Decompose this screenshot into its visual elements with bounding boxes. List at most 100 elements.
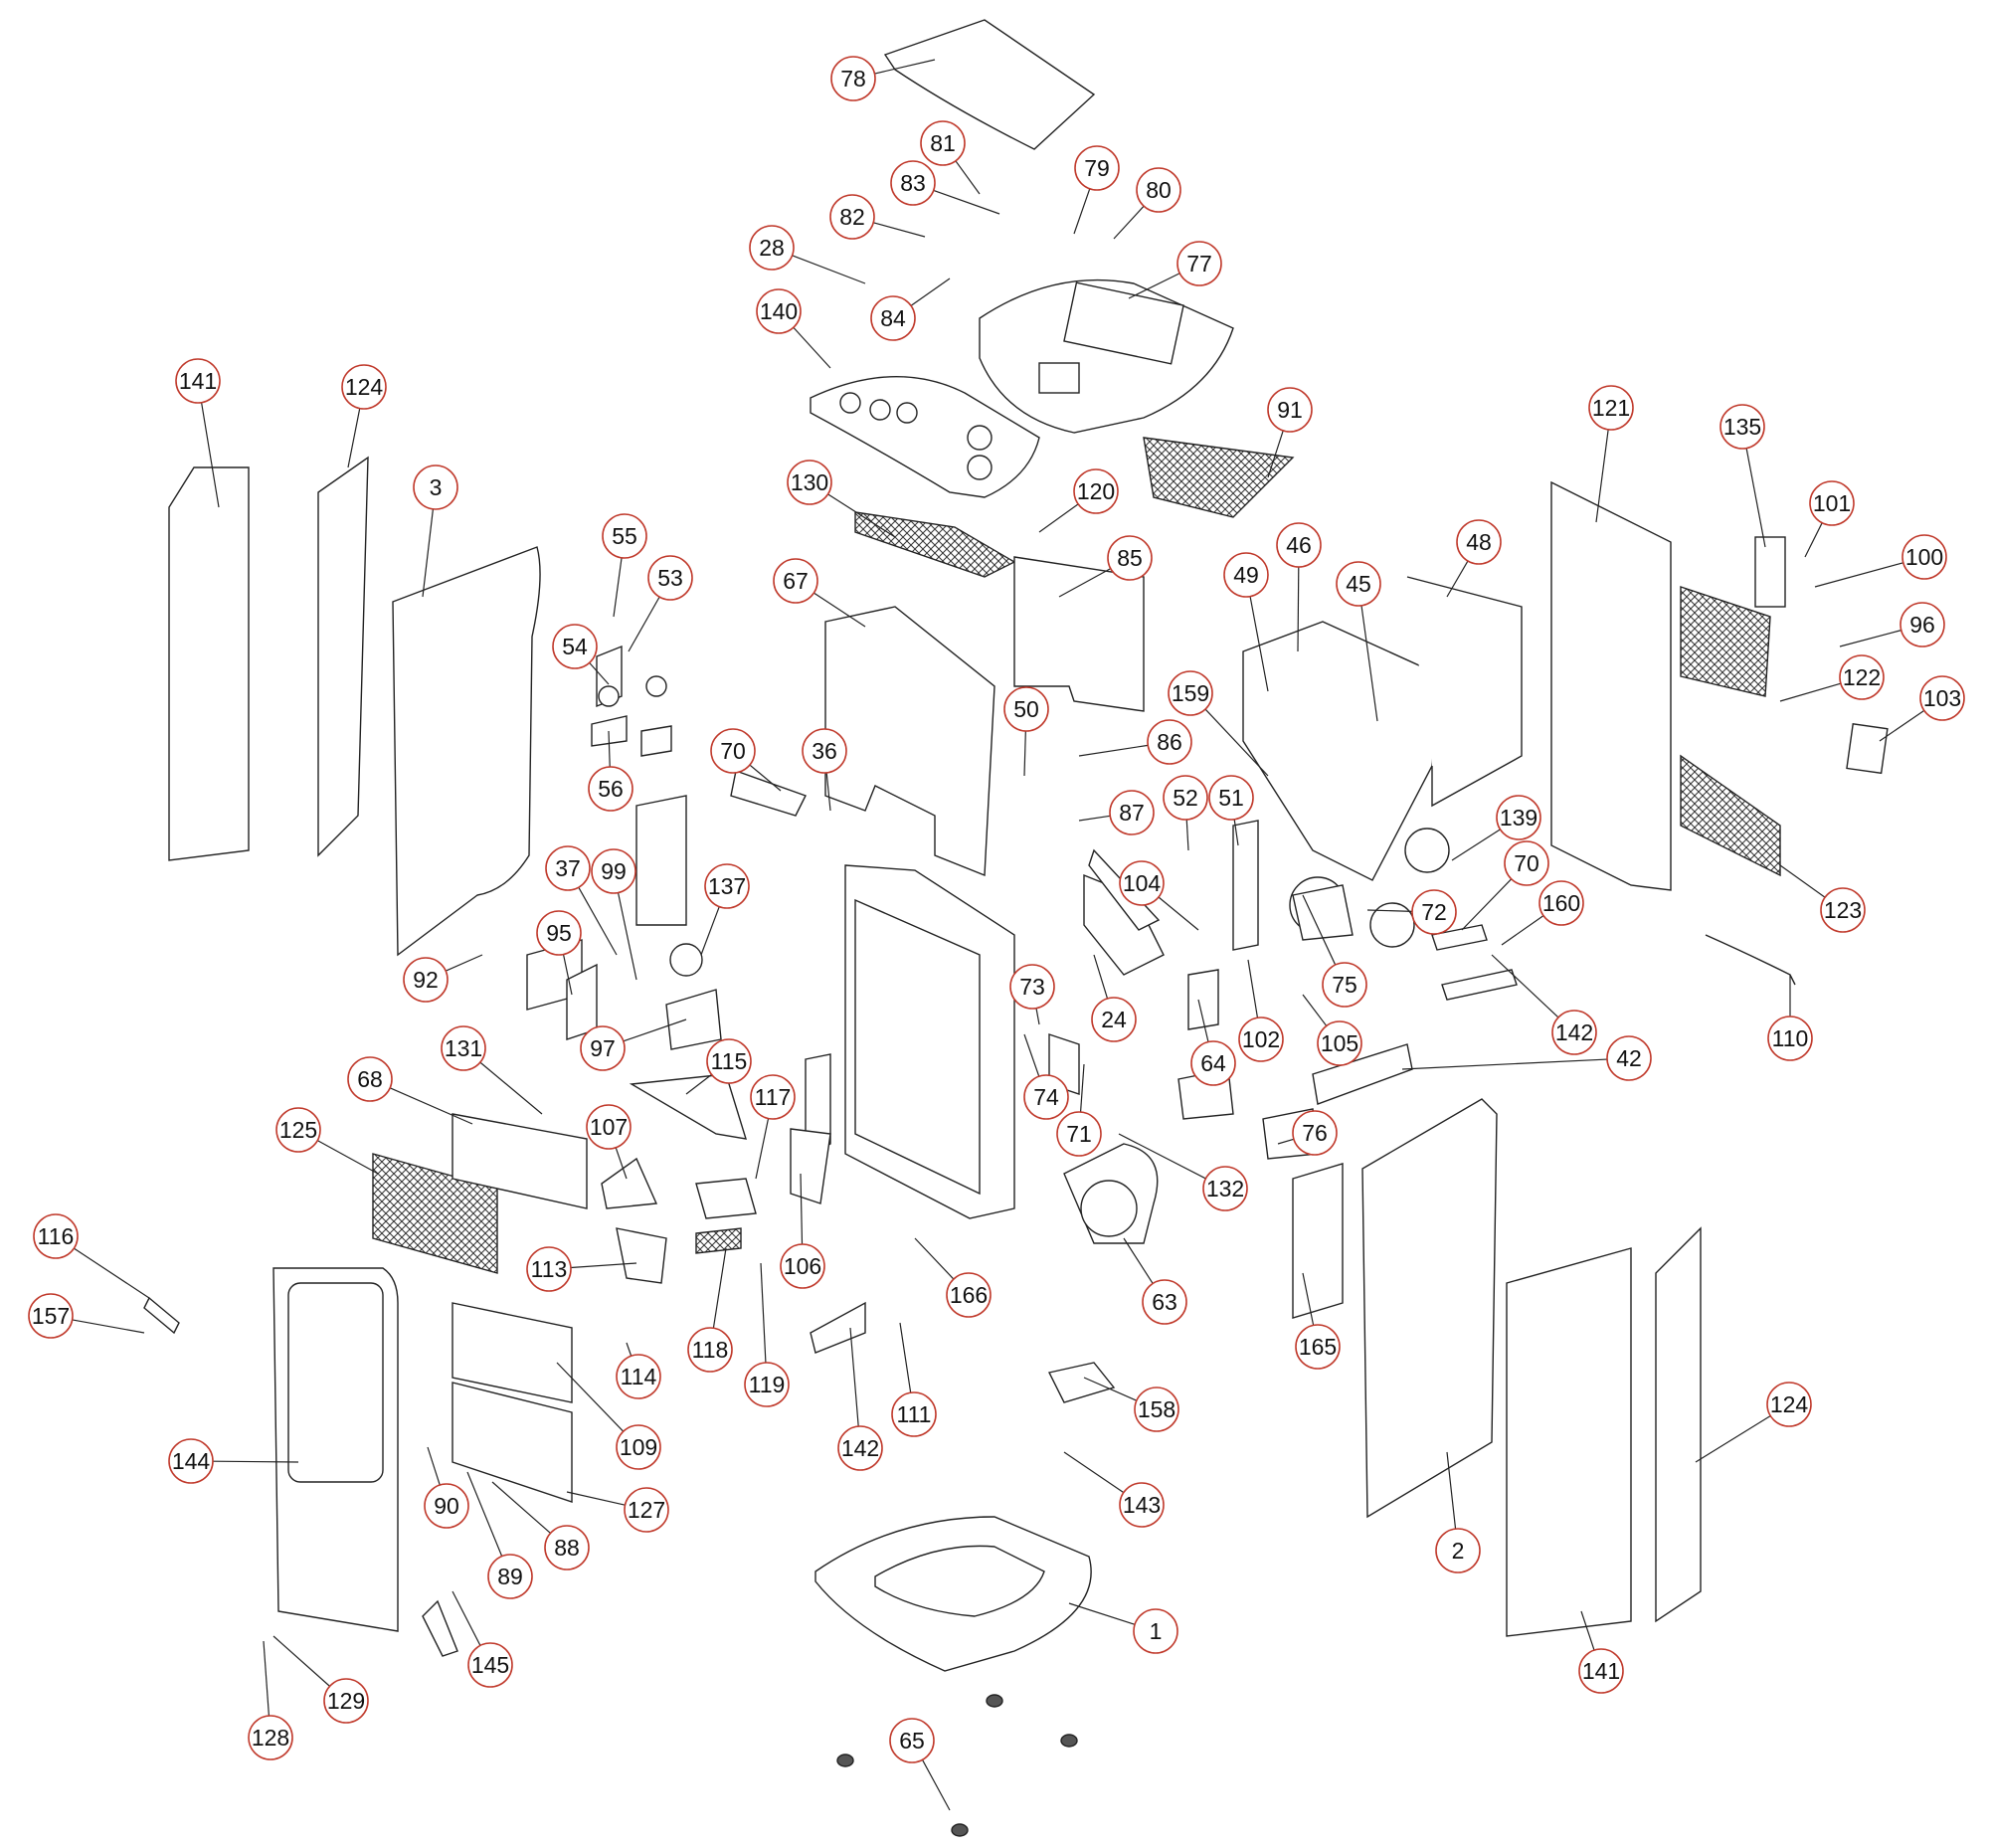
callout-label: 83 (900, 170, 926, 196)
leader-line-71 (1079, 1063, 1085, 1113)
callout-label: 53 (657, 565, 683, 591)
callout-label: 116 (38, 1223, 75, 1249)
callout-53: 53 (647, 555, 693, 601)
rear-plate-part (1013, 556, 1145, 712)
callout-circle (1295, 1324, 1341, 1370)
callout-36: 36 (802, 728, 847, 774)
leader-line-104 (1158, 896, 1199, 931)
callout-label: 104 (1123, 870, 1162, 896)
leader-line-70 (1461, 878, 1513, 931)
callout-circle (591, 848, 636, 894)
callout-159: 159 (1168, 670, 1213, 716)
callout-56: 56 (588, 766, 633, 812)
grate-part (854, 511, 1016, 578)
leader-line-142 (849, 1327, 859, 1427)
callout-42: 42 (1606, 1035, 1652, 1081)
leader-line-37 (578, 886, 618, 956)
callout-circle (749, 225, 795, 271)
callout-circle (1056, 1111, 1102, 1157)
callout-circle (870, 295, 916, 341)
callout-label: 86 (1157, 729, 1182, 755)
fan-part (1289, 876, 1415, 948)
callout-106: 106 (780, 1243, 825, 1289)
callout-label: 109 (620, 1434, 657, 1460)
callout-circle (175, 358, 221, 404)
callout-circle (1292, 1110, 1338, 1156)
callout-label: 114 (621, 1364, 657, 1389)
callout-2: 2 (1435, 1528, 1481, 1573)
callout-circle (33, 1213, 79, 1259)
callout-circle (890, 160, 936, 206)
upper-body-part (824, 606, 995, 877)
leader-line-50 (1023, 730, 1026, 777)
callout-circle (704, 863, 750, 909)
leader-line-140 (793, 326, 831, 369)
mesh-part (1143, 437, 1295, 518)
callout-165: 165 (1295, 1324, 1341, 1370)
callout-99: 99 (591, 848, 636, 894)
callout-circle (1809, 480, 1855, 526)
callout-circle (1276, 522, 1322, 568)
callout-67: 67 (773, 558, 818, 604)
callout-circle (616, 1424, 661, 1470)
left-side-panel-part (392, 546, 541, 957)
leader-line-24 (1093, 954, 1109, 1000)
leader-line-145 (452, 1590, 481, 1646)
callout-label: 90 (434, 1493, 459, 1519)
leader-line-83 (933, 189, 1000, 215)
hopper-part (1242, 576, 1523, 881)
callout-110: 110 (1767, 1016, 1813, 1061)
callout-label: 99 (601, 858, 627, 884)
callout-115: 115 (706, 1038, 752, 1084)
leader-line-128 (263, 1640, 271, 1717)
callout-circle (1119, 860, 1165, 906)
blower-part (1063, 1143, 1159, 1244)
leader-line-107 (615, 1147, 628, 1180)
callout-102: 102 (1238, 1016, 1284, 1062)
leader-line-111 (899, 1322, 912, 1393)
callout-158: 158 (1134, 1386, 1179, 1432)
callout-130: 130 (787, 460, 832, 505)
leader-line-101 (1804, 522, 1823, 558)
callout-122: 122 (1839, 654, 1885, 700)
leader-line-106 (800, 1173, 804, 1245)
callout-114: 114 (616, 1354, 661, 1399)
callout-label: 101 (1813, 490, 1851, 516)
callout-label: 110 (1772, 1025, 1809, 1051)
callout-127: 127 (624, 1487, 669, 1533)
callout-circle (248, 1715, 293, 1760)
callout-80: 80 (1136, 167, 1181, 213)
callout-144: 144 (168, 1438, 214, 1484)
callout-circle (424, 1483, 469, 1529)
callout-label: 70 (1514, 850, 1539, 876)
callout-label: 129 (327, 1688, 365, 1714)
callout-circle (1411, 889, 1457, 935)
callout-109: 109 (616, 1424, 661, 1470)
callout-circle (441, 1025, 486, 1071)
callout-label: 103 (1923, 685, 1961, 711)
callout-74: 74 (1023, 1074, 1069, 1120)
callout-label: 122 (1843, 664, 1881, 690)
leader-line-45 (1360, 605, 1378, 722)
callout-96: 96 (1899, 602, 1945, 647)
callout-circle (1238, 1016, 1284, 1062)
callout-76: 76 (1292, 1110, 1338, 1156)
callout-123: 123 (1820, 887, 1866, 933)
callout-circle (403, 957, 449, 1003)
callout-105: 105 (1317, 1020, 1362, 1066)
callout-118: 118 (687, 1327, 733, 1373)
callout-circle (1023, 1074, 1069, 1120)
callout-circle (552, 624, 598, 669)
callout-circle (413, 464, 458, 510)
callout-label: 77 (1186, 251, 1212, 277)
callout-circle (750, 1074, 796, 1120)
callout-label: 79 (1084, 155, 1110, 181)
leader-line-119 (760, 1262, 767, 1364)
callout-85: 85 (1107, 535, 1153, 581)
lower-box-part (452, 1302, 573, 1503)
leader-line-2 (1446, 1451, 1457, 1530)
leader-line-49 (1249, 596, 1269, 692)
callout-circle (1719, 404, 1765, 450)
leader-line-123 (1779, 864, 1826, 898)
leader-line-81 (955, 160, 981, 195)
